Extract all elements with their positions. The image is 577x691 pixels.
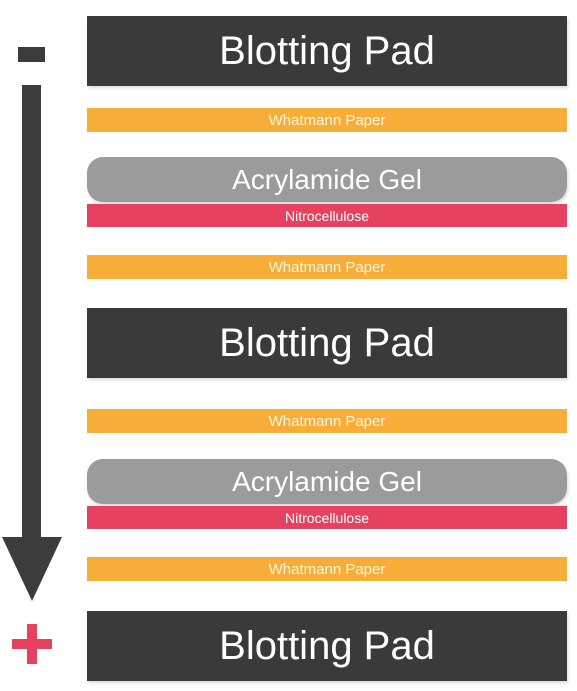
acrylamide-gel-layer: Acrylamide Gel [87, 459, 567, 504]
layer-label: Whatmann Paper [268, 560, 386, 578]
whatmann-paper-layer: Whatmann Paper [87, 108, 567, 132]
whatmann-paper-layer: Whatmann Paper [87, 255, 567, 279]
layer-label: Blotting Pad [219, 320, 435, 365]
whatmann-paper-layer: Whatmann Paper [87, 557, 567, 581]
acrylamide-gel-layer: Acrylamide Gel [87, 157, 567, 202]
layer-label: Whatmann Paper [268, 412, 386, 430]
plus-sign-icon [12, 624, 52, 664]
blotting-pad-layer: Blotting Pad [87, 308, 567, 378]
minus-sign-icon [18, 47, 45, 62]
layer-label: Nitrocellulose [284, 207, 370, 224]
layer-label: Whatmann Paper [268, 258, 386, 276]
layer-label: Whatmann Paper [268, 111, 386, 129]
nitrocellulose-layer: Nitrocellulose [87, 204, 567, 227]
layer-label: Blotting Pad [219, 28, 435, 73]
down-arrow-icon [2, 85, 62, 601]
nitrocellulose-layer: Nitrocellulose [87, 506, 567, 529]
layer-label: Blotting Pad [219, 623, 435, 668]
layer-label: Nitrocellulose [284, 509, 370, 526]
plus-sign-vertical-bar [27, 624, 37, 664]
blotting-pad-layer: Blotting Pad [87, 16, 567, 86]
layer-label: Acrylamide Gel [232, 465, 422, 497]
layer-label: Acrylamide Gel [232, 163, 422, 195]
blotting-pad-layer: Blotting Pad [87, 611, 567, 681]
whatmann-paper-layer: Whatmann Paper [87, 409, 567, 433]
